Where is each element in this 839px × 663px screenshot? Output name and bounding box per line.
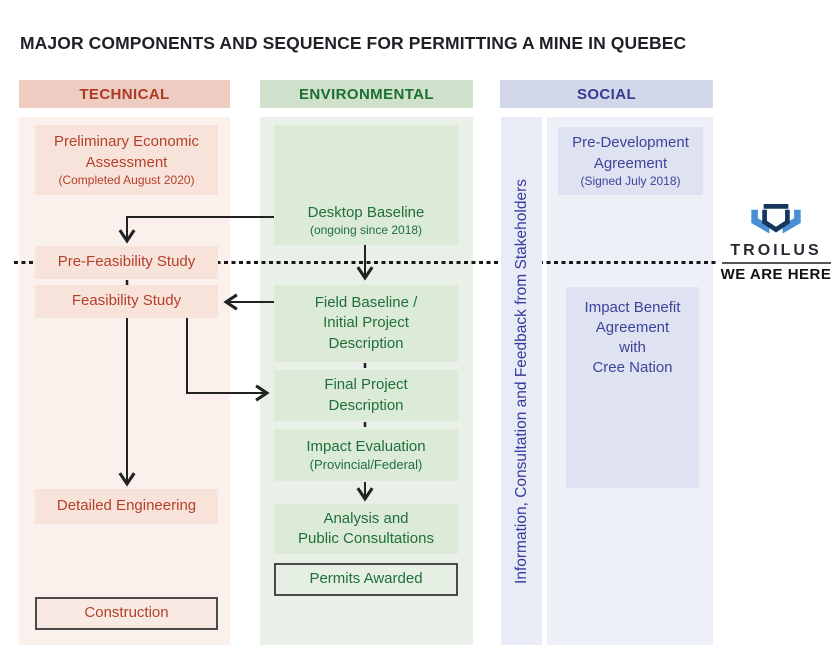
box-label: Pre-Development Agreement [572, 134, 689, 172]
box-label: Feasibility Study [71, 292, 182, 310]
column-header-environmental: ENVIRONMENTAL [260, 80, 473, 108]
box-label: Detailed Engineering [56, 497, 197, 515]
box-impact-evaluation: Impact Evaluation (Provincial/Federal) [274, 429, 458, 481]
box-label: Final Project Description [324, 376, 408, 414]
technical-column-background [19, 117, 230, 645]
box-label: Permits Awarded [309, 570, 423, 588]
box-note: (Completed August 2020) [58, 172, 195, 187]
troilus-wordmark: TROILUS [730, 242, 822, 259]
box-label: Analysis and Public Consultations [298, 509, 434, 547]
box-detailed-engineering: Detailed Engineering [35, 489, 218, 524]
box-note: (ongoing since 2018) [309, 223, 423, 237]
box-preliminary-economic-assessment: Preliminary Economic Assessment (Complet… [35, 125, 218, 195]
box-label: Preliminary Economic Assessment [53, 133, 200, 171]
troilus-marker: TROILUS WE ARE HERE [716, 204, 836, 288]
box-label: Impact Evaluation [306, 437, 426, 455]
box-label: Pre-Feasibility Study [57, 253, 196, 271]
box-impact-benefit-agreement: Impact Benefit Agreement with Cree Natio… [566, 287, 699, 488]
we-are-here-label: WE ARE HERE [720, 266, 832, 283]
box-feasibility-study: Feasibility Study [35, 285, 218, 318]
troilus-shield-icon [751, 204, 801, 234]
box-label: Desktop Baseline [307, 203, 425, 221]
box-final-project-description: Final Project Description [274, 370, 458, 421]
stakeholder-bar-label: Information, Consultation and Feedback f… [512, 178, 530, 584]
column-header-social: SOCIAL [500, 80, 713, 108]
marker-underline [722, 262, 831, 264]
box-desktop-baseline: Desktop Baseline (ongoing since 2018) [274, 125, 458, 245]
page-title: MAJOR COMPONENTS AND SEQUENCE FOR PERMIT… [20, 33, 687, 53]
we-are-here-dotted-line [14, 261, 718, 264]
box-analysis-and-public-consultations: Analysis and Public Consultations [274, 504, 458, 554]
box-field-baseline-initial-project-description: Field Baseline / Initial Project Descrip… [274, 285, 458, 362]
box-permits-awarded: Permits Awarded [274, 563, 458, 596]
box-pre-feasibility-study: Pre-Feasibility Study [35, 246, 218, 279]
stakeholder-bar: Information, Consultation and Feedback f… [501, 117, 542, 645]
box-note: (Provincial/Federal) [309, 456, 423, 472]
box-note: (Signed July 2018) [580, 173, 681, 188]
box-construction: Construction [35, 597, 218, 630]
column-header-technical: TECHNICAL [19, 80, 230, 108]
box-pre-development-agreement: Pre-Development Agreement (Signed July 2… [558, 127, 703, 195]
box-label: Field Baseline / Initial Project Descrip… [314, 294, 418, 352]
box-label: Construction [84, 604, 169, 622]
box-label: Impact Benefit Agreement with Cree Natio… [584, 299, 681, 377]
